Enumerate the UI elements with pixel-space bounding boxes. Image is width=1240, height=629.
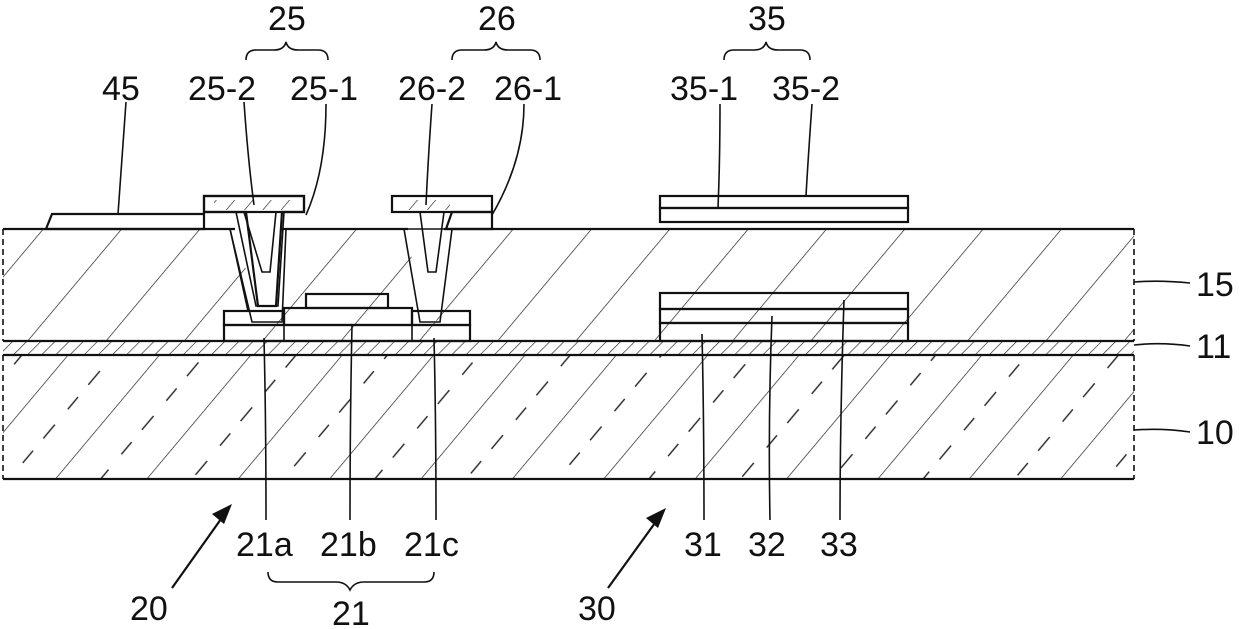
label-21c: 21c <box>404 526 459 564</box>
label-25: 25 <box>268 0 306 38</box>
label-35-1: 35-1 <box>670 70 738 108</box>
label-15: 15 <box>1196 266 1234 304</box>
pixel-electrode-45 <box>46 214 204 229</box>
label-32: 32 <box>748 526 786 564</box>
label-25-1: 25-1 <box>290 70 358 108</box>
label-30: 30 <box>578 590 616 628</box>
label-45: 45 <box>102 70 140 108</box>
label-26-2: 26-2 <box>398 70 466 108</box>
label-35: 35 <box>748 0 786 38</box>
label-20: 20 <box>130 590 168 628</box>
insulating-layer-15 <box>3 229 1134 341</box>
buffer-layer-11 <box>3 341 1134 355</box>
label-26-1: 26-1 <box>494 70 562 108</box>
label-31: 31 <box>684 526 722 564</box>
label-11: 11 <box>1196 328 1231 366</box>
electrode-35 <box>660 196 908 222</box>
label-10: 10 <box>1196 414 1234 452</box>
label-26: 26 <box>478 0 516 38</box>
label-21: 21 <box>332 595 370 629</box>
label-25-2: 25-2 <box>188 70 256 108</box>
substrate-10 <box>3 355 1134 479</box>
label-33: 33 <box>820 526 858 564</box>
label-35-2: 35-2 <box>772 70 840 108</box>
label-21b: 21b <box>320 526 377 564</box>
label-21a: 21a <box>236 526 293 564</box>
